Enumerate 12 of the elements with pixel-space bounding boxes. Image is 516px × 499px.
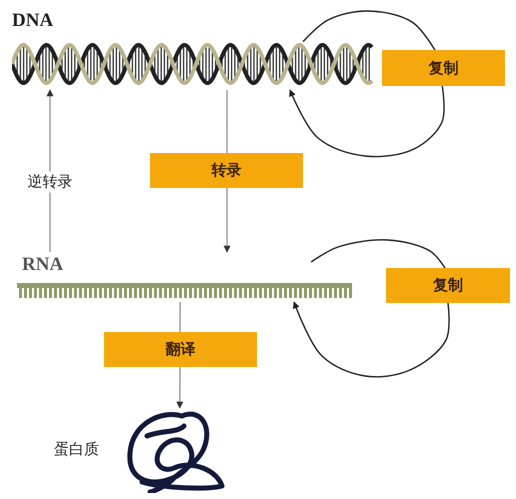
process-box: 复制 [386,268,510,303]
arrow [224,188,231,253]
process-box: 复制 [382,50,505,86]
process-box: 转录 [150,153,303,188]
molecule-label: RNA [22,254,64,276]
molecule-label: DNA [12,10,54,32]
molecule-label: 蛋白质 [54,440,99,459]
curved-arrow [292,301,450,378]
curved-arrow [289,86,445,158]
edge-label: 逆转录 [26,172,74,192]
process-box: 翻译 [104,332,257,367]
arrow [176,367,184,409]
